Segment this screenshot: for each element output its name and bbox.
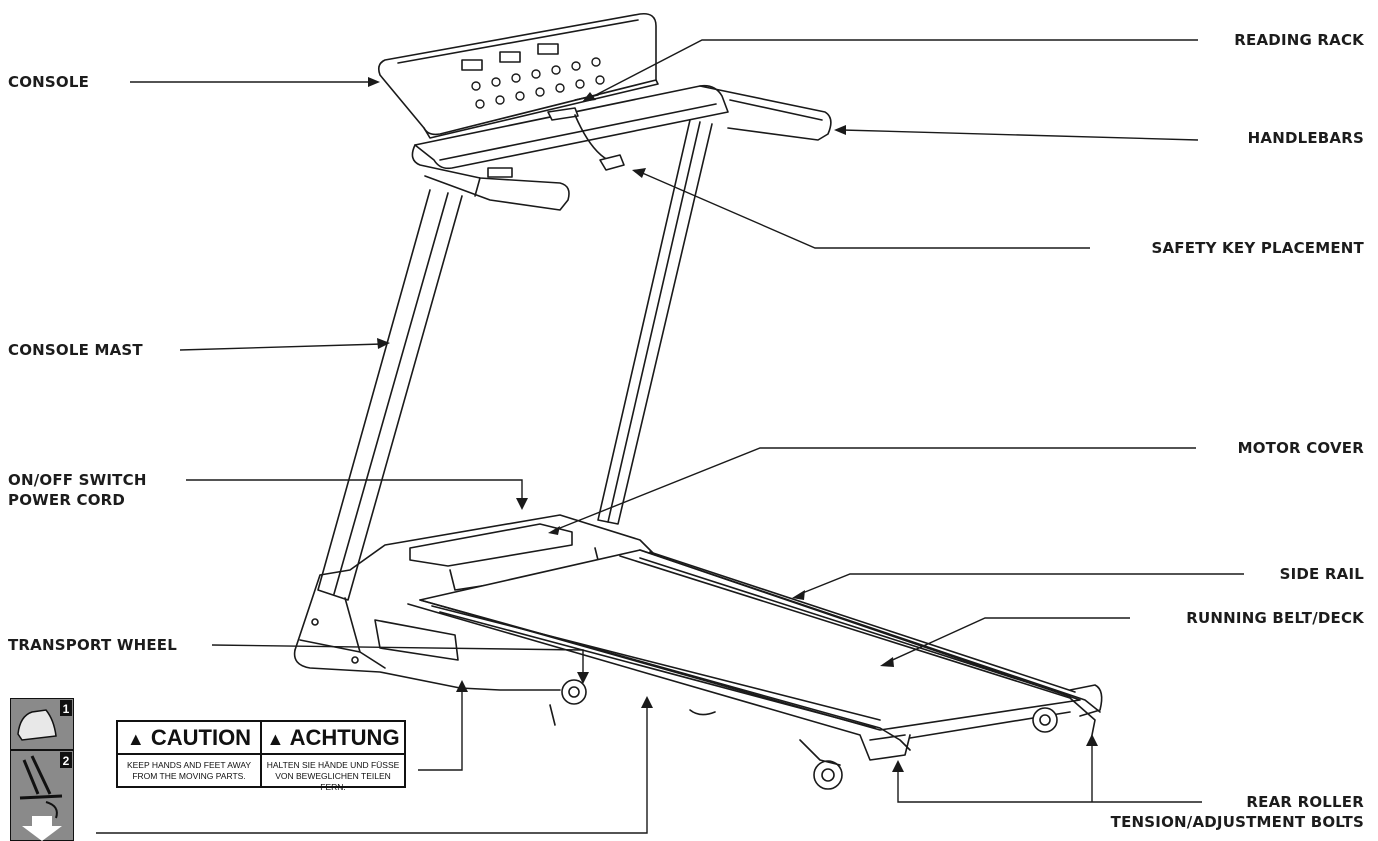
fold-pictogram: 1 2 xyxy=(10,698,74,841)
caution-de-line1: HALTEN SIE HÄNDE UND FÜSSE xyxy=(266,760,400,770)
achtung-heading-text: ACHTUNG xyxy=(289,725,400,750)
label-transport-wheel: TRANSPORT WHEEL xyxy=(8,636,177,654)
caution-heading-en: ▲ CAUTION xyxy=(118,722,260,755)
label-rear-roller-line1: REAR ROLLER xyxy=(1246,793,1364,811)
label-onoff-line1: ON/OFF SWITCH xyxy=(8,471,147,489)
caution-german: ▲ ACHTUNG HALTEN SIE HÄNDE UND FÜSSE VON… xyxy=(262,722,404,792)
label-onoff-line2: POWER CORD xyxy=(8,491,126,509)
running-deck-shape xyxy=(407,549,1103,761)
label-safety-key-placement: SAFETY KEY PLACEMENT xyxy=(1151,239,1364,257)
caution-text-de: HALTEN SIE HÄNDE UND FÜSSE VON BEWEGLICH… xyxy=(262,755,404,793)
caution-de-line2: VON BEWEGLICHEN TEILEN FERN. xyxy=(275,771,391,792)
label-rear-roller-tension-bolts: REAR ROLLER TENSION/ADJUSTMENT BOLTS xyxy=(1111,792,1364,832)
warning-triangle-icon: ▲ xyxy=(266,729,285,749)
fold-step-1: 1 xyxy=(63,702,70,716)
frame-shape xyxy=(293,514,661,691)
caution-heading-de: ▲ ACHTUNG xyxy=(262,722,404,755)
caution-en-line2: FROM THE MOVING PARTS. xyxy=(132,771,246,781)
caution-heading-text: CAUTION xyxy=(150,725,252,750)
label-side-rail: SIDE RAIL xyxy=(1279,565,1364,583)
label-running-belt-deck: RUNNING BELT/DECK xyxy=(1186,609,1364,627)
fold-step-2: 2 xyxy=(63,754,70,768)
label-motor-cover: MOTOR COVER xyxy=(1237,439,1364,457)
caution-en-line1: KEEP HANDS AND FEET AWAY xyxy=(126,760,252,770)
handlebar-shape xyxy=(411,84,832,211)
caution-text-en: KEEP HANDS AND FEET AWAY FROM THE MOVING… xyxy=(118,755,260,782)
label-console-mast: CONSOLE MAST xyxy=(8,341,143,359)
warning-triangle-icon: ▲ xyxy=(126,729,145,749)
console-mast-shape xyxy=(317,119,713,601)
caution-english: ▲ CAUTION KEEP HANDS AND FEET AWAY FROM … xyxy=(118,722,262,786)
label-handlebars: HANDLEBARS xyxy=(1247,129,1364,147)
label-console: CONSOLE xyxy=(8,73,90,91)
label-onoff-switch-power-cord: ON/OFF SWITCH POWER CORD xyxy=(8,470,147,510)
label-rear-roller-line2: TENSION/ADJUSTMENT BOLTS xyxy=(1110,813,1364,831)
caution-label: ▲ CAUTION KEEP HANDS AND FEET AWAY FROM … xyxy=(116,720,406,792)
label-reading-rack: READING RACK xyxy=(1234,31,1364,49)
